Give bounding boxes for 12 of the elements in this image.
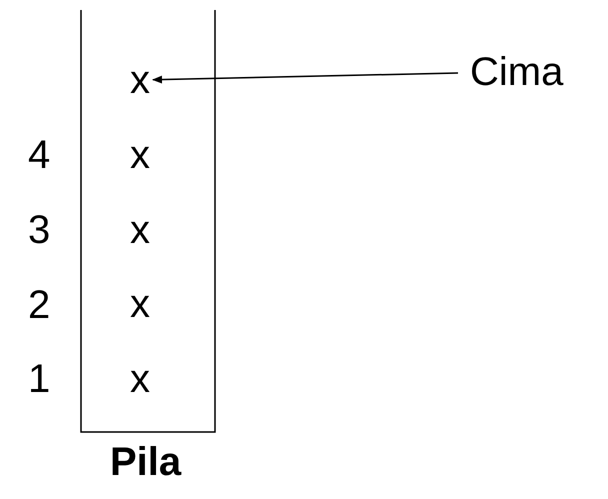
position-number: 4: [28, 133, 50, 177]
stack-item: x: [130, 282, 150, 326]
position-number: 3: [28, 208, 50, 252]
stack-item: x: [130, 208, 150, 252]
position-number: 2: [28, 283, 50, 327]
stack-item: x: [130, 58, 150, 102]
arrow: [152, 72, 458, 84]
stack-item: x: [130, 133, 150, 177]
stack-item: x: [130, 357, 150, 401]
stack-title: Pila: [110, 440, 182, 484]
position-number: 1: [28, 357, 50, 401]
pointer-label: Cima: [470, 50, 564, 94]
